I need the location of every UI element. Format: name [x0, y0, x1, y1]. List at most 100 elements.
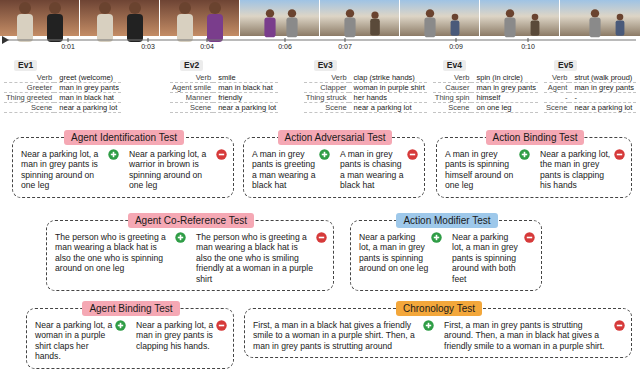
person-figure [47, 2, 63, 42]
caption-text: Near a parking lot, a woman in a purple … [35, 320, 113, 362]
role-name: Clapper [304, 83, 349, 93]
test-name-tag: Action Binding Test [486, 130, 585, 145]
test-name-tag: Agent Co-Reference Test [128, 213, 254, 228]
test-name-tag: Agent Binding Test [82, 301, 179, 316]
person-figure [370, 12, 380, 36]
caption-column: First, a man in a black hat gives a frie… [253, 320, 434, 351]
marker-bar [113, 152, 115, 157]
caption-column: A man in grey pants is spinning himself … [445, 149, 530, 191]
role-table: Verbgreet (welcome)Greeterman in grey pa… [4, 73, 121, 113]
role-name: Greeter [4, 83, 54, 93]
marker-disc [319, 149, 329, 159]
marker-bar [219, 154, 224, 156]
role-name: Verb [4, 73, 54, 83]
role-name: Verb [170, 73, 213, 83]
caption-column: Near a parking lot, the man in grey pant… [540, 149, 625, 191]
role-table: Verbspin (in circle)Causerman in grey pa… [433, 73, 538, 113]
role-value: on one leg [471, 103, 538, 113]
marker-bar [319, 237, 324, 239]
label-marker [319, 149, 330, 160]
role-row: Scenenear a parking lot [170, 103, 278, 113]
person-figure [589, 9, 600, 37]
role-name: Scene [544, 103, 569, 113]
role-row: Agent smileman in black hat [170, 83, 278, 93]
timeline-tick [207, 38, 208, 42]
role-value: man in grey pants [54, 83, 121, 93]
caption-pair: Near a parking lot, a man in grey pants … [21, 149, 227, 191]
role-value: greet (welcome) [54, 73, 121, 83]
role-name: Thing spin [433, 93, 472, 103]
test-box: Chronology TestFirst, a man in a black h… [244, 308, 632, 358]
role-row: Scenenear a parking lot [544, 103, 636, 113]
timeline-tick [68, 38, 69, 42]
marker-bar [410, 154, 415, 156]
time-label: 0:04 [187, 43, 227, 51]
time-label-holder: 0:07 [325, 43, 365, 51]
event-id: Ev4 [443, 60, 466, 71]
event-frame: Ev1Verbgreet (welcome)Greeterman in grey… [4, 54, 121, 113]
time-label-holder: 0:04 [187, 43, 227, 51]
caption-pair: Near a parking lot, a woman in a purple … [35, 320, 227, 362]
event-frame: Ev5Verbstrut (walk proud)Agentman in gre… [544, 54, 636, 113]
role-row: Scenenear a parking lot [304, 103, 427, 113]
role-name: Agent smile [170, 83, 213, 93]
marker-bar [180, 235, 182, 240]
time-label-holder: 0:10 [508, 43, 548, 51]
person-figure [424, 9, 435, 37]
time-label: 0:01 [48, 43, 88, 51]
timeline-tick [528, 38, 529, 42]
caption-pair: A man in grey pants is greeting a man we… [252, 149, 418, 191]
person-figure [531, 14, 540, 36]
role-name: Verb [304, 73, 349, 83]
marker-disc [614, 149, 624, 159]
role-value: near a parking lot [213, 103, 278, 113]
caption-column: Near a parking lot, a man in grey pants … [136, 320, 227, 362]
role-row: Verbclap (strike hands) [304, 73, 427, 83]
test-name-tag: Chronology Test [396, 301, 482, 316]
video-frame [240, 0, 319, 36]
time-label-holder: 0:03 [128, 43, 168, 51]
time-label: 0:03 [128, 43, 168, 51]
label-marker [175, 232, 186, 243]
role-name: Agent [544, 83, 569, 93]
caption-text: A man in grey pants is greeting a man we… [252, 149, 317, 191]
role-row: Verbspin (in circle) [433, 73, 538, 83]
caption-text: First, a man in grey pants is strutting … [444, 320, 612, 351]
caption-column: Near a parking lot, a warrior in brown i… [129, 149, 227, 191]
test-box: Agent Co-Reference TestThe person who is… [46, 220, 334, 291]
marker-disc [431, 232, 441, 242]
video-frame [160, 0, 239, 36]
person-figure [17, 2, 33, 42]
role-value: clap (strike hands) [349, 73, 427, 83]
caption-column: A man in grey pants is greeting a man we… [252, 149, 330, 191]
role-row: Verbsmile [170, 73, 278, 83]
caption-text: The person who is greeting a man wearing… [196, 232, 314, 284]
caption-text: The person who is greeting a man wearing… [55, 232, 173, 274]
marker-bar [617, 154, 622, 156]
marker-disc [614, 320, 624, 330]
role-row: Mannerfriendly [170, 93, 278, 103]
test-box: Agent Binding TestNear a parking lot, a … [26, 308, 234, 369]
event-id: Ev2 [180, 60, 203, 71]
role-value: her hands [349, 93, 427, 103]
label-marker [108, 149, 119, 160]
role-value: near a parking lot [349, 103, 427, 113]
marker-bar [324, 152, 326, 157]
caption-text: Near a parking lot, a warrior in brown i… [129, 149, 214, 191]
video-frame [480, 0, 559, 36]
role-name: Verb [433, 73, 472, 83]
role-name: - [544, 93, 569, 103]
time-label-holder: 0:06 [265, 43, 305, 51]
marker-disc [423, 320, 433, 330]
test-box: Action Binding TestA man in grey pants i… [436, 137, 632, 198]
marker-bar [120, 323, 122, 328]
marker-disc [175, 232, 185, 242]
role-row: -- [544, 93, 636, 103]
test-name-tag: Agent Identification Test [64, 130, 184, 145]
timeline-tick [345, 38, 346, 42]
person-figure [504, 9, 515, 37]
event-frame: Ev4Verbspin (in circle)Causerman in grey… [433, 54, 538, 113]
role-name: Scene [304, 103, 349, 113]
role-value: himself [471, 93, 538, 103]
person-figure [97, 2, 113, 42]
